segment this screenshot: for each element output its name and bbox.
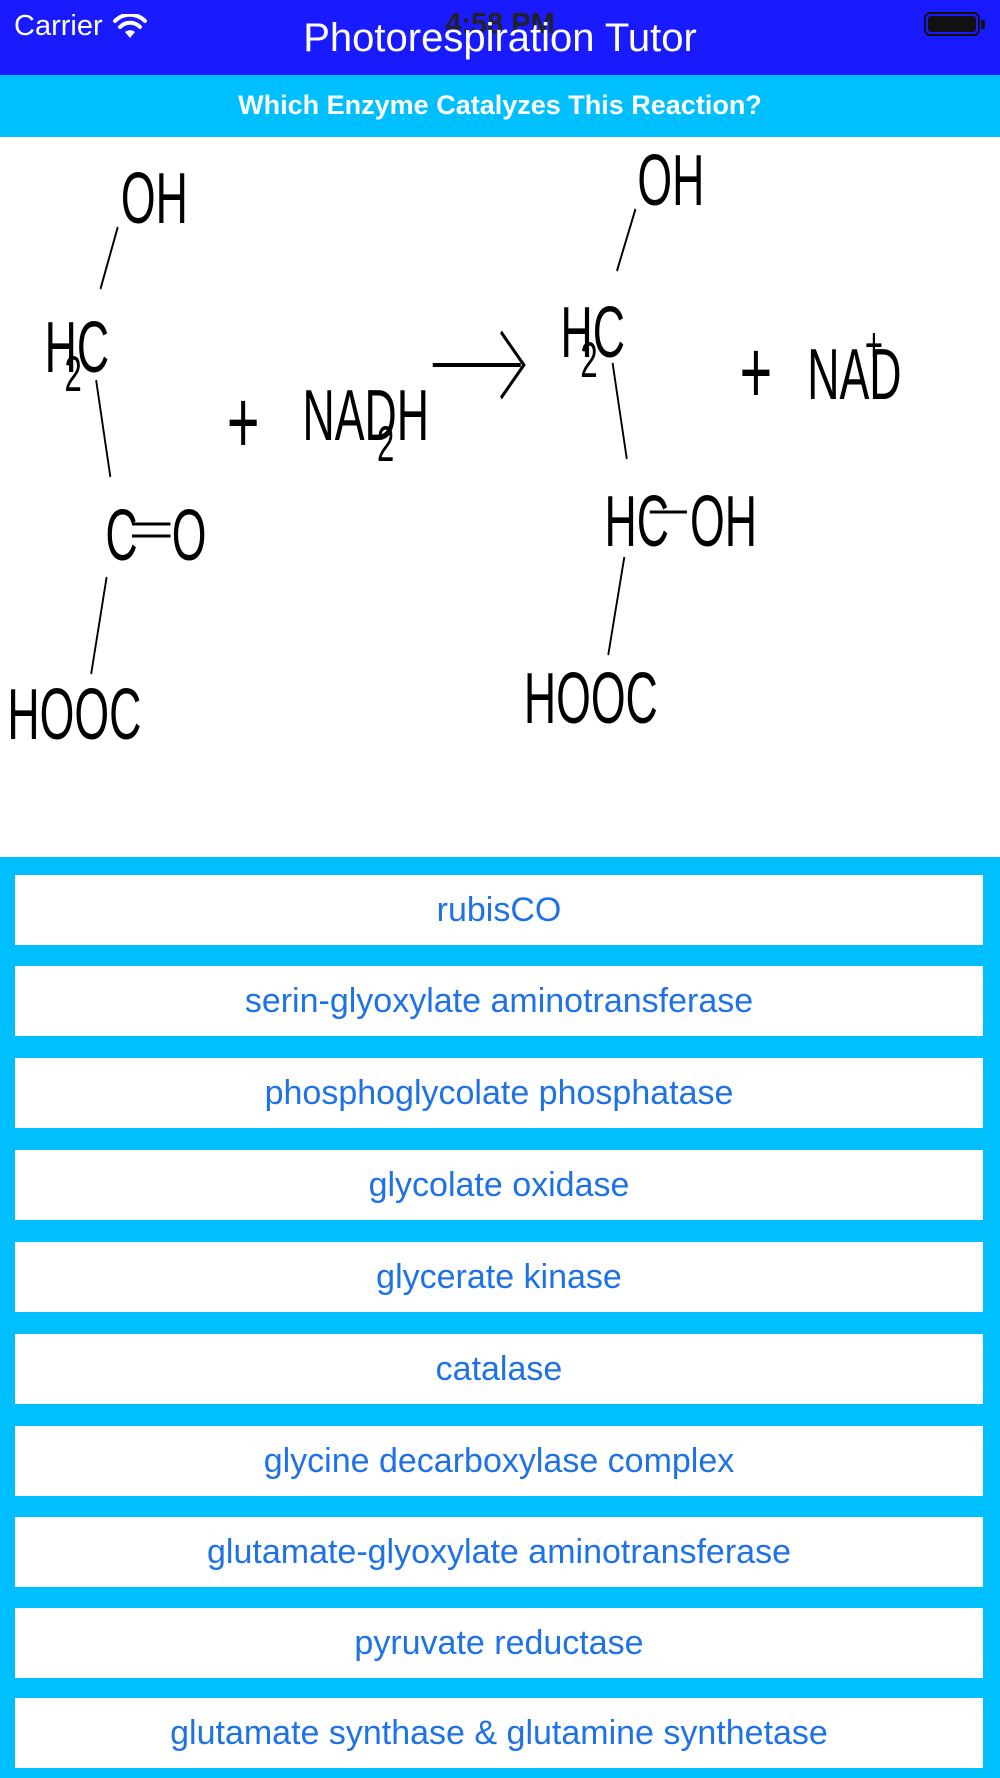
reactant-c-label: C (77, 307, 109, 388)
carrier-label: Carrier (14, 10, 103, 42)
answer-list: rubisCO serin-glyoxylate aminotransferas… (0, 857, 1000, 1778)
nadh-label: NADH (303, 375, 429, 456)
answer-button-serin-glyoxylate-aminotransferase[interactable]: serin-glyoxylate aminotransferase (15, 966, 983, 1036)
answer-button-glutamate-synthase-glutamine-synthetase[interactable]: glutamate synthase & glutamine synthetas… (15, 1698, 983, 1768)
wifi-icon (112, 13, 147, 38)
answer-button-glycolate-oxidase[interactable]: glycolate oxidase (15, 1150, 983, 1220)
answer-button-rubisco[interactable]: rubisCO (15, 875, 983, 945)
reactant-hooc-label: HOOC (7, 674, 141, 755)
reactant-h2-subscript: 2 (64, 345, 81, 401)
question-header: Which Enzyme Catalyzes This Reaction? (0, 75, 1000, 137)
status-time: 4:58 PM (445, 8, 555, 40)
reactant-oh-label: OH (121, 158, 188, 239)
reaction-diagram: OH H 2 C C O HOOC + NADH 2 OH H 2 C (0, 137, 1000, 857)
nad-label: NAD (807, 334, 901, 415)
answer-button-catalase[interactable]: catalase (15, 1334, 983, 1404)
product-hooc-label: HOOC (524, 658, 658, 739)
plus-sign-1: + (227, 371, 260, 472)
answer-button-glycine-decarboxylase-complex[interactable]: glycine decarboxylase complex (15, 1426, 983, 1496)
reactant-carbonyl-o: O (172, 495, 207, 576)
product-hc-oh-label: OH (690, 481, 757, 562)
plus-sign-2: + (740, 321, 773, 422)
page-title: Photorespiration Tutor (303, 16, 697, 60)
answer-button-glycerate-kinase[interactable]: glycerate kinase (15, 1242, 983, 1312)
product-h-label: H (560, 292, 592, 373)
product-hc-label: HC (605, 481, 669, 562)
answer-button-glutamate-glyoxylate-aminotransferase[interactable]: glutamate-glyoxylate aminotransferase (15, 1517, 983, 1587)
reactant-h-label: H (45, 307, 77, 388)
navigation-bar: Carrier 4:58 PM Photorespiration Tutor (0, 0, 1000, 75)
battery-icon (924, 12, 985, 36)
reaction-svg: OH H 2 C C O HOOC + NADH 2 OH H 2 C (7, 140, 901, 755)
product-c-label: C (593, 292, 625, 373)
product-oh-label: OH (637, 140, 704, 221)
answer-button-pyruvate-reductase[interactable]: pyruvate reductase (15, 1608, 983, 1678)
status-carrier: Carrier (14, 10, 147, 43)
answer-button-phosphoglycolate-phosphatase[interactable]: phosphoglycolate phosphatase (15, 1058, 983, 1128)
nad-superscript: + (865, 316, 883, 372)
nadh-subscript: 2 (377, 415, 394, 471)
product-h2-subscript: 2 (580, 331, 597, 387)
